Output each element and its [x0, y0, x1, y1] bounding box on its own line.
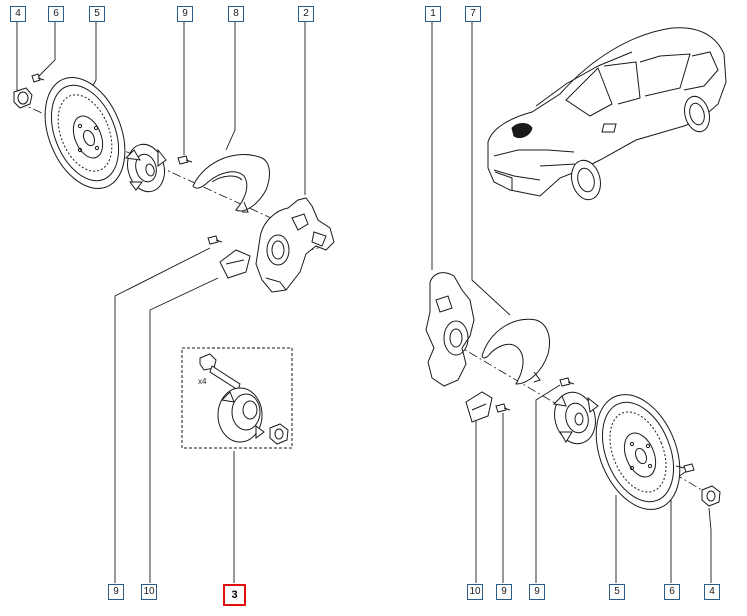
hub-nut-assembly [269, 423, 289, 445]
leader-lines [16, 21, 712, 583]
callout-top-left-1[interactable]: 4 [10, 6, 26, 22]
screw-9-mid [207, 235, 223, 245]
callout-bottom-right-6[interactable]: 4 [704, 584, 720, 600]
dust-shield-top [192, 154, 270, 213]
callout-top-left-5[interactable]: 8 [228, 6, 244, 22]
callout-top-left-4[interactable]: 9 [177, 6, 193, 22]
nut-right [701, 485, 721, 507]
sensor-bracket-mid [219, 249, 251, 279]
hub-bolt-assembly [199, 353, 241, 391]
screw-9-top [177, 155, 193, 165]
brake-disc-top-left [44, 77, 126, 189]
screw-9-right-a [559, 377, 575, 387]
sensor-bracket-right [465, 391, 493, 423]
callout-bottom-left-2[interactable]: 10 [141, 584, 157, 600]
hub-assembly-frame [181, 347, 293, 449]
callout-top-left-3[interactable]: 5 [89, 6, 105, 22]
callout-top-right-1[interactable]: 1 [425, 6, 441, 22]
callout-bottom-right-1[interactable]: 10 [467, 584, 483, 600]
hub-bearing-top-left [124, 143, 167, 193]
hub-bearing-right [552, 391, 599, 445]
nut-top-left [13, 87, 33, 109]
brake-disc-right [595, 394, 681, 510]
callout-bottom-right-3[interactable]: 9 [529, 584, 545, 600]
callout-bottom-right-2[interactable]: 9 [496, 584, 512, 600]
callout-bottom-left-1[interactable]: 9 [108, 584, 124, 600]
screw-top-left [31, 73, 45, 83]
callout-bottom-right-5[interactable]: 6 [664, 584, 680, 600]
dust-shield-right [481, 318, 550, 385]
steering-knuckle-right [425, 272, 475, 387]
callout-top-left-6[interactable]: 2 [298, 6, 314, 22]
quantity-label: x4 [198, 377, 207, 386]
hub-bearing-assembly [217, 387, 265, 443]
callout-highlighted-assembly[interactable]: 3 [223, 584, 246, 606]
car-illustration [487, 27, 727, 201]
screw-9-right-b [495, 403, 511, 413]
callout-bottom-right-4[interactable]: 5 [609, 584, 625, 600]
screw-right [675, 463, 695, 473]
callout-top-left-2[interactable]: 6 [48, 6, 64, 22]
callout-top-right-2[interactable]: 7 [465, 6, 481, 22]
steering-knuckle-top [255, 197, 335, 293]
